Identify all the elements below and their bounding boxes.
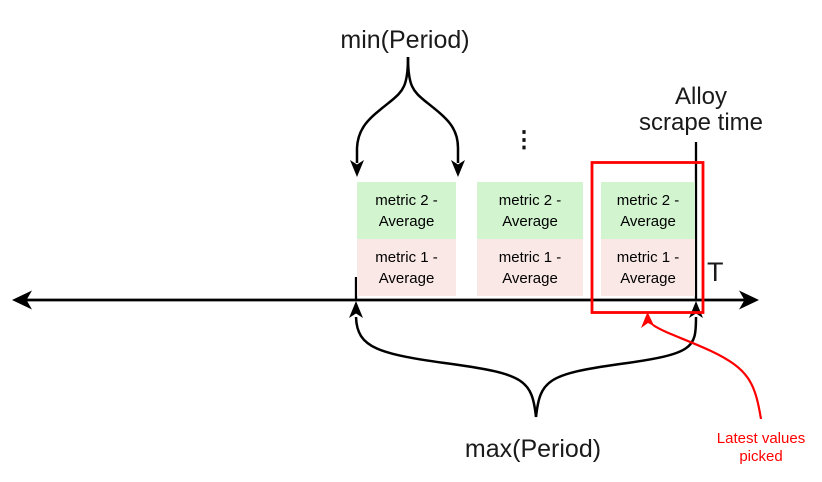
min-period-arrowhead-right: [451, 160, 465, 177]
timeline-arrowhead-right: [739, 290, 759, 310]
metric2-cell: metric 2 - Average: [477, 182, 583, 239]
min-period-label: min(Period): [340, 26, 470, 54]
min-period-brace: [350, 56, 465, 177]
latest-values-label: Latest values picked: [717, 430, 805, 466]
sample-group-2: metric 2 - Average metric 1 - Average: [477, 182, 583, 296]
metric1-cell: metric 1 - Average: [357, 239, 456, 296]
timeline-arrowhead-left: [12, 290, 32, 310]
alloy-scrape-time-line1: Alloy: [674, 83, 728, 110]
min-period-arrowhead-left: [350, 160, 364, 177]
max-period-arrowhead-left: [349, 301, 363, 318]
metric1-cell: metric 1 - Average: [477, 239, 583, 296]
timeline-axis: [12, 290, 759, 310]
latest-values-arrow: [641, 312, 763, 420]
time-axis-label: T: [707, 257, 724, 287]
latest-values-line2: picked: [739, 448, 783, 465]
alloy-scrape-time-line2: scrape time: [638, 109, 764, 136]
metric1-cell: metric 1 - Average: [601, 239, 695, 296]
max-period-arrowhead-right: [689, 301, 703, 318]
alloy-scrape-time-label: Alloy scrape time: [639, 84, 763, 136]
max-period-label: max(Period): [464, 435, 602, 463]
sample-group-3: metric 2 - Average metric 1 - Average: [601, 182, 695, 296]
metric2-cell: metric 2 - Average: [357, 182, 456, 239]
latest-values-line1: Latest values: [716, 430, 806, 447]
sample-group-1: metric 2 - Average metric 1 - Average: [357, 182, 456, 296]
latest-values-arrowhead: [641, 312, 655, 328]
metric2-cell: metric 2 - Average: [601, 182, 695, 239]
vertical-ellipsis-icon: ⋮: [512, 126, 536, 152]
